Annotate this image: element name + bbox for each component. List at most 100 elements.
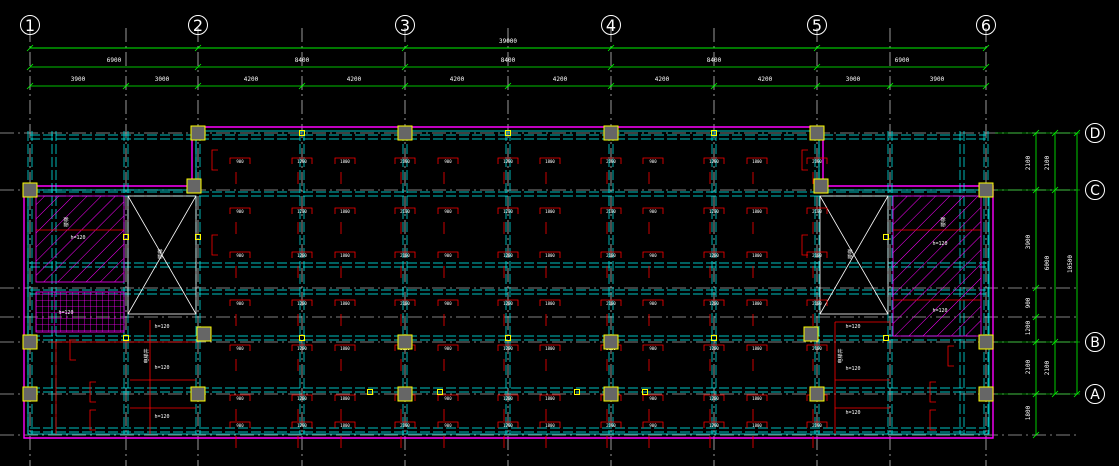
bay-dim-1: 6900 — [107, 57, 122, 64]
column — [603, 334, 619, 350]
rebar-mark: 900 — [437, 394, 459, 421]
rebar-mark: 900 — [437, 344, 459, 371]
sub-bay-dim-7: 4200 — [655, 76, 670, 83]
right-bay-dim-1: 2100 — [1044, 155, 1051, 170]
rebar-label: 900 — [444, 423, 452, 428]
rebar-mark: 1800 — [746, 157, 768, 184]
rebar-label: 900 — [444, 253, 452, 258]
rebar-mark-vertical — [211, 149, 218, 171]
rebar-label: 1800 — [545, 209, 555, 214]
rebar-mark: 900 — [642, 344, 664, 371]
rebar-label: 900 — [236, 346, 244, 351]
rebar-mark: 1800 — [539, 251, 561, 278]
rebar-mark-vertical — [801, 234, 808, 256]
dimension-tick — [401, 82, 409, 90]
small-column — [123, 335, 129, 341]
slab-label-mid-2: h=120 — [154, 365, 169, 371]
rebar-label: 1800 — [545, 159, 555, 164]
rebar-mark: 2100 — [394, 299, 416, 326]
rebar-mark: 1200 — [497, 207, 519, 234]
dimension-tick — [401, 63, 409, 71]
rebar-label: 900 — [649, 423, 657, 428]
rebar-label: 1200 — [503, 301, 513, 306]
rebar-mark-vertical — [211, 234, 218, 256]
dimension-tick — [298, 82, 306, 90]
rebar-mark: 2100 — [600, 299, 622, 326]
columns — [22, 125, 994, 402]
axis-bubble-3: 3 — [395, 15, 415, 35]
column — [603, 125, 619, 141]
rebar-mark: 900 — [642, 421, 664, 448]
rebar-mark: 1200 — [291, 299, 313, 326]
dimension-tick — [982, 63, 990, 71]
small-column — [195, 234, 201, 240]
stair-label-left: 楼梯 — [63, 217, 70, 227]
slab-label-right-5: h=120 — [845, 410, 860, 416]
stair-room-left — [35, 195, 125, 283]
column — [190, 125, 206, 141]
bay-dim-3: 8400 — [501, 57, 516, 64]
rebar-mark: 1200 — [291, 207, 313, 234]
rebar-mark: 1200 — [497, 299, 519, 326]
rebar-label: 2100 — [606, 301, 616, 306]
axis-label: 3 — [400, 16, 410, 35]
dimension-tick — [122, 82, 130, 90]
elevator-label-right: 电梯井 — [837, 348, 844, 363]
rebar-mark: 900 — [642, 157, 664, 184]
rebar-mark: 1800 — [539, 421, 561, 448]
rebar-label: 1800 — [340, 423, 350, 428]
rebar-mark: 2100 — [600, 251, 622, 278]
axis-bubble-2: 2 — [188, 15, 208, 35]
axis-label: 2 — [193, 16, 203, 35]
dimension-tick — [607, 82, 615, 90]
axis-label: B — [1090, 335, 1100, 351]
rebar-mark: 1800 — [539, 394, 561, 421]
sub-bay-dim-3: 4200 — [244, 76, 259, 83]
rebar-label: 2100 — [606, 253, 616, 258]
elevator-label-left: 电梯井 — [143, 348, 150, 363]
rebar-mark: 1200 — [291, 421, 313, 448]
rebar-label: 1200 — [709, 396, 719, 401]
bay-dim-2: 8400 — [295, 57, 310, 64]
rebar-label: 900 — [236, 253, 244, 258]
building-outline — [23, 126, 994, 439]
rebar-label: 1200 — [297, 253, 307, 258]
shaft-cross — [819, 195, 889, 315]
small-column — [123, 234, 129, 240]
rebar-mark: 900 — [642, 394, 664, 421]
column — [813, 178, 829, 194]
rebar-mark: 2100 — [394, 207, 416, 234]
shaft-label-right: 楼梯 — [847, 249, 854, 259]
rebar-label: 900 — [444, 159, 452, 164]
dimension-tick — [982, 82, 990, 90]
column — [196, 326, 212, 342]
rebar-label: 2100 — [812, 346, 822, 351]
right-sub-dim-3: 900 — [1025, 297, 1032, 308]
rebar-label: 2100 — [812, 209, 822, 214]
small-column — [299, 335, 305, 341]
rebar-mark: 1200 — [703, 394, 725, 421]
rebar-label: 2100 — [400, 253, 410, 258]
slab-label-left-1: h=120 — [70, 235, 85, 241]
slab-label-right-4: h=120 — [845, 366, 860, 372]
sub-bay-dim-4: 4200 — [347, 76, 362, 83]
axis-bubble-A: A — [1085, 384, 1105, 404]
rebar-label: 900 — [236, 159, 244, 164]
rebar-label: 900 — [649, 301, 657, 306]
dimension-tick — [1032, 313, 1040, 321]
rebar-mark: 1800 — [539, 207, 561, 234]
slab-label-right-2: h=120 — [932, 308, 947, 314]
small-column — [367, 389, 373, 395]
rebar-mark: 2100 — [394, 421, 416, 448]
rebar-mark: 1800 — [539, 299, 561, 326]
rebar-mark: 1800 — [539, 157, 561, 184]
rebar-label: 1200 — [297, 396, 307, 401]
axis-bubble-B: B — [1085, 332, 1105, 352]
right-sub-dim-5: 2100 — [1025, 359, 1032, 374]
rebar-mark: 1200 — [497, 157, 519, 184]
rebar-label: 2100 — [812, 253, 822, 258]
rebar-mark: 2100 — [600, 207, 622, 234]
rebar-label: 1200 — [503, 253, 513, 258]
column — [603, 386, 619, 402]
